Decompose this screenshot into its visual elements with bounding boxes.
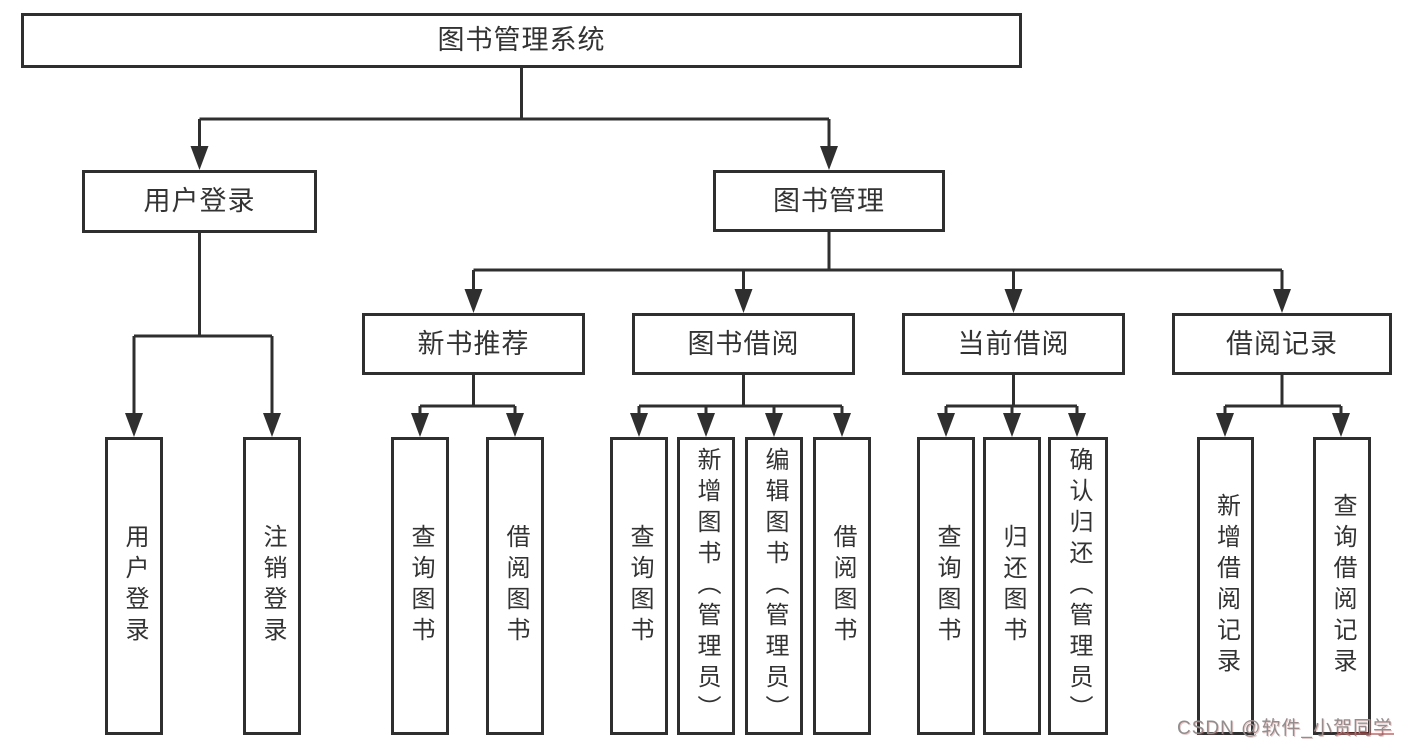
leaf-borrow-books-recommend: 借阅图书 bbox=[486, 437, 544, 735]
leaf-add-book-admin-label: 新增图书（管理员） bbox=[693, 446, 720, 726]
node-book-borrowing: 图书借阅 bbox=[632, 313, 855, 375]
node-borrowing-records-label: 借阅记录 bbox=[1226, 328, 1338, 359]
leaf-return-book: 归还图书 bbox=[983, 437, 1041, 735]
node-new-book-recommendation-label: 新书推荐 bbox=[417, 328, 530, 359]
leaf-add-book-admin: 新增图书（管理员） bbox=[677, 437, 735, 735]
leaf-logout-login: 注销登录 bbox=[243, 437, 301, 735]
leaf-confirm-return-admin-label: 确认归还（管理员） bbox=[1065, 446, 1092, 726]
node-current-borrowing-label: 当前借阅 bbox=[957, 328, 1070, 359]
leaf-query-borrow-record-label: 查询借阅记录 bbox=[1329, 493, 1356, 679]
node-user-login: 用户登录 bbox=[82, 170, 317, 233]
node-current-borrowing: 当前借阅 bbox=[902, 313, 1125, 375]
connector-lines bbox=[132, 68, 1343, 413]
leaf-query-books-borrowing-label: 查询图书 bbox=[626, 524, 653, 648]
leaf-borrow-books-borrowing-label: 借阅图书 bbox=[829, 524, 856, 648]
leaf-query-books-borrowing: 查询图书 bbox=[610, 437, 668, 735]
leaf-query-books-recommend: 查询图书 bbox=[391, 437, 449, 735]
connector-arrowheads bbox=[125, 146, 1350, 437]
leaf-return-book-label: 归还图书 bbox=[999, 524, 1026, 648]
leaf-query-borrow-record: 查询借阅记录 bbox=[1313, 437, 1371, 735]
leaf-logout-login-label: 注销登录 bbox=[259, 524, 286, 648]
node-user-login-label: 用户登录 bbox=[143, 186, 256, 216]
leaf-add-borrow-record: 新增借阅记录 bbox=[1197, 437, 1254, 735]
node-book-management-label: 图书管理 bbox=[773, 185, 885, 216]
leaf-query-books-current: 查询图书 bbox=[917, 437, 975, 735]
leaf-add-borrow-record-label: 新增借阅记录 bbox=[1212, 493, 1240, 679]
watermark-underline bbox=[1337, 733, 1394, 735]
node-borrowing-records: 借阅记录 bbox=[1172, 313, 1392, 375]
leaf-query-books-current-label: 查询图书 bbox=[933, 524, 960, 648]
leaf-user-login-label: 用户登录 bbox=[121, 524, 148, 648]
leaf-borrow-books-recommend-label: 借阅图书 bbox=[502, 524, 529, 648]
leaf-edit-book-admin-label: 编辑图书（管理员） bbox=[761, 446, 788, 726]
node-book-borrowing-label: 图书借阅 bbox=[687, 328, 800, 359]
leaf-user-login: 用户登录 bbox=[105, 437, 163, 735]
node-new-book-recommendation: 新书推荐 bbox=[362, 313, 585, 375]
node-book-management: 图书管理 bbox=[713, 170, 945, 232]
watermark-text: CSDN @软件_小贺同学 bbox=[1177, 718, 1393, 739]
node-root-label: 图书管理系统 bbox=[437, 25, 606, 55]
leaf-borrow-books-borrowing: 借阅图书 bbox=[813, 437, 871, 735]
leaf-confirm-return-admin: 确认归还（管理员） bbox=[1048, 437, 1108, 735]
leaf-query-books-recommend-label: 查询图书 bbox=[407, 524, 434, 648]
node-root-system: 图书管理系统 bbox=[21, 13, 1022, 68]
leaf-edit-book-admin: 编辑图书（管理员） bbox=[745, 437, 803, 735]
